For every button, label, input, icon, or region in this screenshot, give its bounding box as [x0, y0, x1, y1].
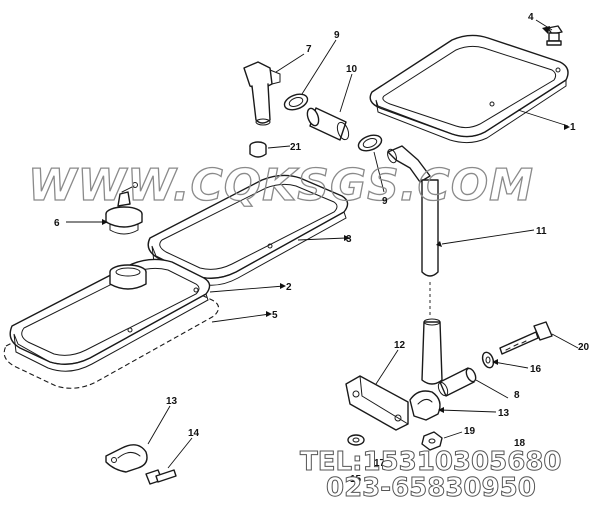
bolt-14 — [145, 469, 177, 485]
oil-filler-neck — [109, 264, 147, 290]
callout-21: 21 — [290, 142, 302, 153]
oil-filler-cap — [105, 182, 143, 235]
rocker-cover-upper — [369, 34, 569, 144]
leader-lines — [66, 19, 579, 469]
callout-20: 20 — [578, 342, 590, 353]
callout-16: 16 — [530, 364, 542, 375]
nut-19 — [421, 431, 443, 451]
plug-21 — [249, 141, 267, 158]
callout-8: 8 — [514, 390, 520, 401]
hose-10 — [306, 107, 350, 141]
spacer-8 — [437, 367, 477, 397]
callout-labels: 1 2 3 4 5 6 7 8 9 9 10 11 12 13 13 14 15… — [54, 12, 590, 485]
callout-15: 15 — [350, 474, 362, 485]
clamp-13-right — [409, 390, 441, 421]
phone-line-1: TEL:15310305680 — [300, 447, 561, 477]
watermark-text: WWW.CQKSGS.COM — [28, 160, 534, 211]
washer-16 — [481, 351, 495, 369]
bracket-12 — [345, 375, 409, 431]
callout-18: 18 — [514, 438, 526, 449]
callout-3: 3 — [346, 234, 352, 245]
phone-line-2: 023-65830950 — [326, 473, 536, 503]
callout-10: 10 — [346, 64, 358, 75]
washer-15 — [347, 434, 365, 446]
callout-14: 14 — [188, 428, 200, 439]
breather-tube — [421, 179, 443, 385]
o-ring-upper — [283, 93, 309, 111]
callout-9-lower: 9 — [382, 196, 388, 207]
o-ring-lower — [357, 134, 383, 152]
callout-6: 6 — [54, 218, 60, 229]
callout-17: 17 — [374, 458, 386, 469]
callout-7: 7 — [306, 44, 312, 55]
callout-2: 2 — [286, 282, 292, 293]
callout-19: 19 — [464, 426, 476, 437]
clamp-13-left — [105, 444, 148, 473]
callout-12: 12 — [394, 340, 406, 351]
bolt-20 — [499, 321, 553, 355]
callout-9-upper: 9 — [334, 30, 340, 41]
callout-13-right: 13 — [498, 408, 510, 419]
callout-1: 1 — [570, 122, 576, 133]
bolt-4 — [546, 25, 563, 46]
elbow-fitting — [243, 61, 281, 126]
breather-fitting — [387, 145, 431, 183]
rocker-cover-lower — [3, 258, 220, 389]
callout-11: 11 — [536, 226, 547, 237]
callout-13-left: 13 — [166, 396, 178, 407]
callout-4: 4 — [528, 12, 534, 23]
callout-5: 5 — [272, 310, 278, 321]
